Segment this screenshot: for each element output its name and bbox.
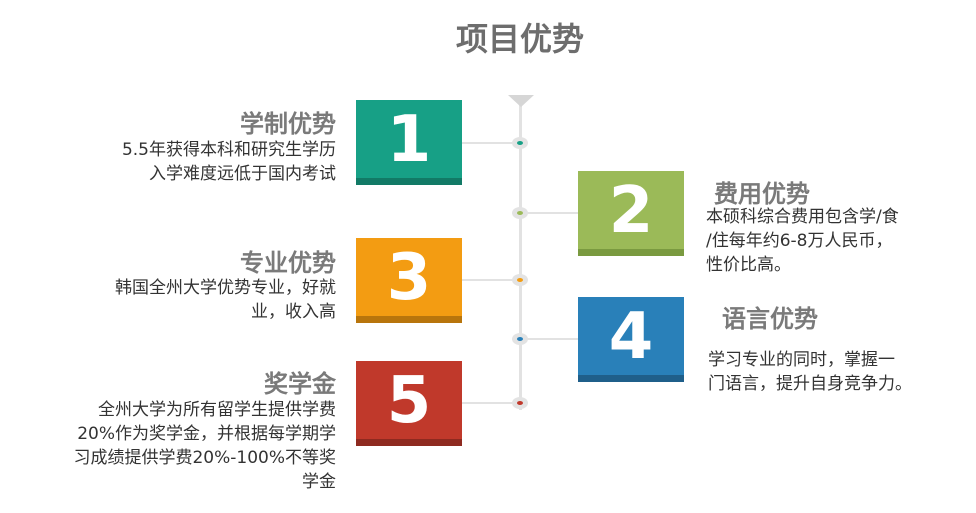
timeline-dot-2 xyxy=(512,207,528,219)
desc-line: 学金 xyxy=(302,472,336,492)
item-desc-1: 5.5年获得本科和研究生学历 入学难度远低于国内考试 xyxy=(122,138,336,186)
item-desc-3: 韩国全州大学优势专业，好就 业，收入高 xyxy=(115,276,336,324)
number-box-4: 4 xyxy=(578,297,684,382)
desc-line: 韩国全州大学优势专业，好就 xyxy=(115,278,336,298)
timeline-dot-3 xyxy=(512,274,528,286)
page-title: 项目优势 xyxy=(455,20,584,58)
item-desc-4: 学习专业的同时，掌握一 门语言，提升自身竞争力。 xyxy=(708,348,912,396)
number-label: 2 xyxy=(608,174,654,248)
desc-line: 门语言，提升自身竞争力。 xyxy=(708,374,912,394)
item-heading-5: 奖学金 xyxy=(264,370,336,398)
item-desc-5: 全州大学为所有留学生提供学费 20%作为奖学金，并根据每学期学 习成绩提供学费2… xyxy=(73,398,336,494)
item-heading-1: 学制优势 xyxy=(240,110,336,138)
connector-4 xyxy=(520,338,578,340)
timeline-dot-4 xyxy=(512,333,528,345)
desc-line: 全州大学为所有留学生提供学费 xyxy=(98,400,336,420)
desc-line: 习成绩提供学费20%-100%不等奖 xyxy=(73,448,336,468)
desc-line: 入学难度远低于国内考试 xyxy=(149,164,336,184)
number-box-5: 5 xyxy=(356,361,462,446)
number-label: 3 xyxy=(386,241,432,315)
number-label: 1 xyxy=(386,103,432,177)
item-heading-3: 专业优势 xyxy=(240,249,336,277)
desc-line: 本硕科综合费用包含学/食 xyxy=(706,207,899,227)
desc-line: /住每年约6-8万人民币， xyxy=(706,231,893,251)
connector-2 xyxy=(520,212,578,214)
timeline-dot-1 xyxy=(512,137,528,149)
connector-5 xyxy=(462,402,520,404)
desc-line: 业，收入高 xyxy=(251,302,336,322)
timeline-arrow-icon xyxy=(508,95,534,107)
desc-line: 20%作为奖学金，并根据每学期学 xyxy=(77,424,336,444)
timeline-line xyxy=(519,100,522,410)
timeline-dot-5 xyxy=(512,397,528,409)
number-label: 5 xyxy=(386,364,432,438)
number-box-2: 2 xyxy=(578,171,684,256)
number-box-3: 3 xyxy=(356,238,462,323)
connector-1 xyxy=(462,142,520,144)
desc-line: 5.5年获得本科和研究生学历 xyxy=(121,140,336,160)
item-heading-4: 语言优势 xyxy=(722,305,818,333)
item-desc-2: 本硕科综合费用包含学/食 /住每年约6-8万人民币， 性价比高。 xyxy=(706,205,899,277)
number-label: 4 xyxy=(608,300,654,374)
desc-line: 学习专业的同时，掌握一 xyxy=(708,350,895,370)
connector-3 xyxy=(462,279,520,281)
desc-line: 性价比高。 xyxy=(706,255,791,275)
number-box-1: 1 xyxy=(356,100,462,185)
item-heading-2: 费用优势 xyxy=(714,180,810,208)
